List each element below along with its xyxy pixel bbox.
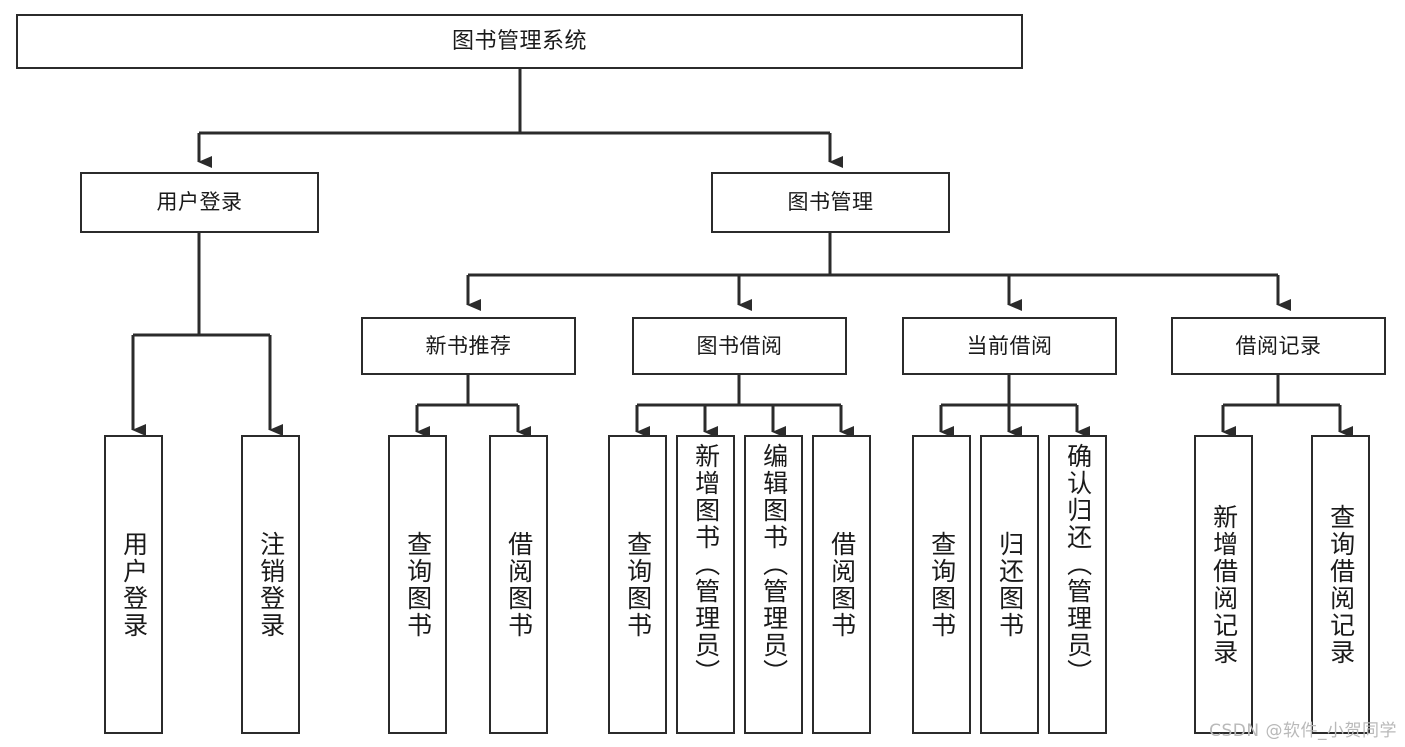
node-leaf-edit-book[interactable]: 编辑图书（管理员） <box>744 435 803 734</box>
node-leaf-logout[interactable]: 注销登录 <box>241 435 300 734</box>
node-current-borrow[interactable]: 当前借阅 <box>902 317 1117 375</box>
node-leaf-query-book-2[interactable]: 查询图书 <box>608 435 667 734</box>
node-leaf-add-record[interactable]: 新增借阅记录 <box>1194 435 1253 734</box>
node-leaf-confirm-return[interactable]: 确认归还（管理员） <box>1048 435 1107 734</box>
node-leaf-query-book-2-label: 查询图书 <box>623 530 653 639</box>
node-leaf-return-book-label: 归还图书 <box>995 530 1025 639</box>
node-leaf-borrow-book-1-label: 借阅图书 <box>504 530 534 639</box>
node-leaf-query-book-3[interactable]: 查询图书 <box>912 435 971 734</box>
node-root-label: 图书管理系统 <box>451 28 587 54</box>
node-leaf-logout-label: 注销登录 <box>256 530 286 639</box>
node-new-book-rec[interactable]: 新书推荐 <box>361 317 576 375</box>
node-leaf-add-book-label: 新增图书（管理员） <box>691 443 721 686</box>
node-leaf-add-book[interactable]: 新增图书（管理员） <box>676 435 735 734</box>
node-user-login-label: 用户登录 <box>156 190 243 215</box>
node-book-manage[interactable]: 图书管理 <box>711 172 950 233</box>
node-new-book-rec-label: 新书推荐 <box>425 333 512 358</box>
node-leaf-query-book-3-label: 查询图书 <box>927 530 957 639</box>
node-leaf-return-book[interactable]: 归还图书 <box>980 435 1039 734</box>
csdn-watermark: CSDN @软件_小贺同学 <box>1209 721 1397 741</box>
node-leaf-query-record-label: 查询借阅记录 <box>1326 503 1356 666</box>
node-leaf-borrow-book-2-label: 借阅图书 <box>827 530 857 639</box>
node-current-borrow-label: 当前借阅 <box>966 333 1053 358</box>
node-leaf-edit-book-label: 编辑图书（管理员） <box>759 443 789 686</box>
node-leaf-query-book-1[interactable]: 查询图书 <box>388 435 447 734</box>
node-root[interactable]: 图书管理系统 <box>16 14 1023 69</box>
node-book-manage-label: 图书管理 <box>787 190 874 215</box>
node-leaf-borrow-book-2[interactable]: 借阅图书 <box>812 435 871 734</box>
node-borrow-record[interactable]: 借阅记录 <box>1171 317 1386 375</box>
node-book-borrow[interactable]: 图书借阅 <box>632 317 847 375</box>
node-user-login[interactable]: 用户登录 <box>80 172 319 233</box>
node-leaf-query-book-1-label: 查询图书 <box>403 530 433 639</box>
node-leaf-confirm-return-label: 确认归还（管理员） <box>1063 443 1093 686</box>
node-leaf-add-record-label: 新增借阅记录 <box>1209 503 1239 666</box>
node-leaf-query-record[interactable]: 查询借阅记录 <box>1311 435 1370 734</box>
node-book-borrow-label: 图书借阅 <box>696 333 783 358</box>
node-borrow-record-label: 借阅记录 <box>1235 333 1322 358</box>
node-leaf-user-login[interactable]: 用户登录 <box>104 435 163 734</box>
node-leaf-user-login-label: 用户登录 <box>119 530 149 639</box>
node-leaf-borrow-book-1[interactable]: 借阅图书 <box>489 435 548 734</box>
